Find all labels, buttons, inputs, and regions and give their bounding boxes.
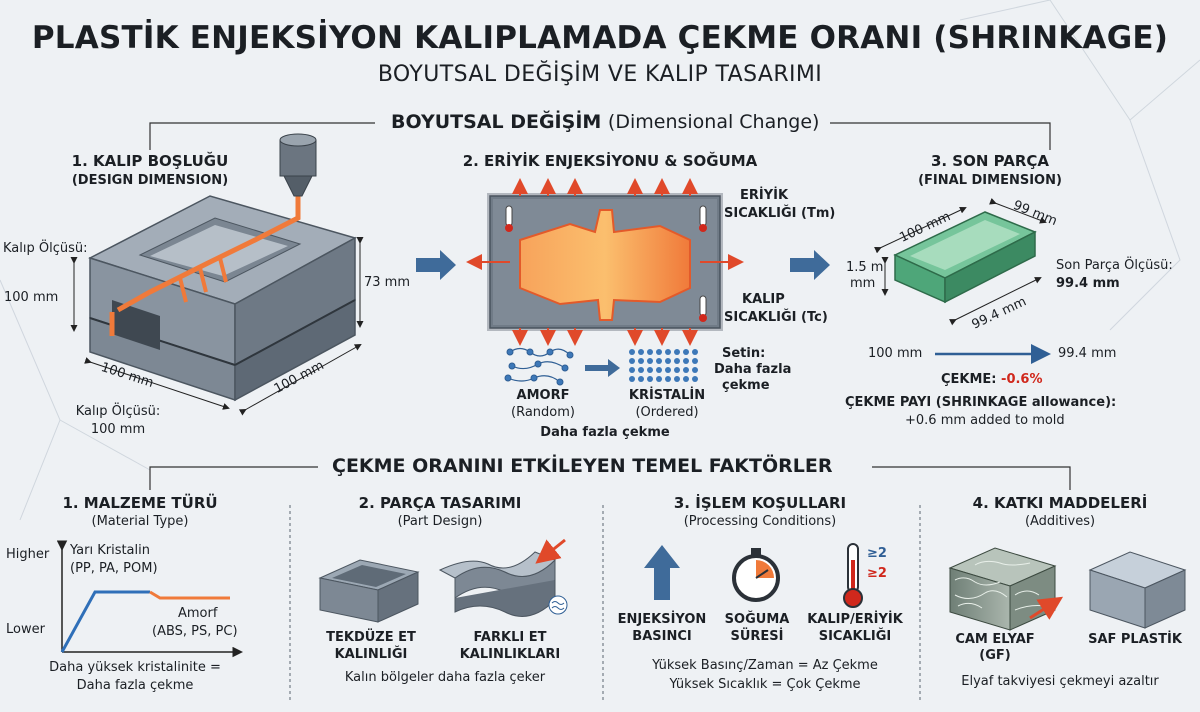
f4-subtitle: (Additives) <box>1024 514 1096 529</box>
step1-subtitle: (DESIGN DIMENSION) <box>71 173 229 188</box>
param-cooling-1: SOĞUMA <box>724 612 790 627</box>
mold-block-illustration <box>70 133 364 416</box>
material-chart <box>56 540 243 658</box>
note-3: çekme <box>722 378 770 393</box>
factors-frame <box>149 466 1071 490</box>
note-2: Daha fazla <box>714 362 792 377</box>
semi-crystal-label: Yarı Kristalin <box>70 543 150 558</box>
param-cooling-2: SÜRESİ <box>730 629 784 644</box>
amorph-label: AMORF <box>516 388 570 403</box>
glass-fiber-block <box>948 547 1057 631</box>
crystal-label: KRİSTALİN <box>628 388 706 403</box>
semi-crystal-sub: (PP, PA, POM) <box>70 561 158 576</box>
process-arrow-1 <box>416 250 456 280</box>
page-subtitle: BOYUTSAL DEĞİŞİM VE KALIP TASARIMI <box>377 62 823 87</box>
f3-foot-2: Yüksek Sıcaklık = Çok Çekme <box>669 677 861 692</box>
pure-plastic-block <box>1088 551 1187 629</box>
shrink-result: ÇEKME: -0.6% <box>941 372 1043 387</box>
amorph-material-label: Amorf <box>178 606 218 621</box>
glass-fiber-label: CAM ELYAF <box>955 632 1035 647</box>
f4-foot: Elyaf takviyesi çekmeyi azaltır <box>961 674 1159 689</box>
f2-foot: Kalın bölgeler daha fazla çeker <box>344 670 546 685</box>
f1-title: 1. MALZEME TÜRÜ <box>62 494 218 512</box>
uniform-wall-2: KALINLIĞI <box>334 647 408 662</box>
mold-height-dim: 73 mm <box>364 275 411 290</box>
mold-temp-label-2: SICAKLIĞI (Tc) <box>724 310 828 325</box>
f3-subtitle: (Processing Conditions) <box>683 514 837 529</box>
f1-subtitle: (Material Type) <box>91 514 189 529</box>
crystal-sub: (Ordered) <box>635 405 699 420</box>
uniform-wall-part <box>318 559 420 623</box>
shrink-from: 100 mm <box>868 346 923 361</box>
crystallize-arrow <box>585 359 620 377</box>
f1-foot-2: Daha fazla çekme <box>76 678 194 693</box>
ge-mark-2: ≥2 <box>867 566 887 581</box>
f1-foot-1: Daha yüksek kristalinite = <box>49 660 221 675</box>
axis-lower: Lower <box>6 622 45 637</box>
more-shrink-label: Daha fazla çekme <box>540 425 670 440</box>
varied-wall-1: FARKLI ET <box>473 630 547 645</box>
f4-title: 4. KATKI MADDELERİ <box>972 494 1148 512</box>
mold-side-value: 100 mm <box>4 290 59 305</box>
stopwatch-icon <box>732 548 780 602</box>
process-arrow-2 <box>790 250 830 280</box>
mold-side-label: Kalıp Ölçüsü: <box>3 241 88 256</box>
f2-subtitle: (Part Design) <box>397 514 483 529</box>
amorph-structure-icon <box>504 347 574 386</box>
note-1: Setin: <box>722 346 766 361</box>
amorph-sub: (Random) <box>511 405 575 420</box>
final-part-value: 99.4 mm <box>1056 276 1120 291</box>
additive-arrow <box>1029 596 1064 620</box>
param-pressure-2: BASINCI <box>632 629 692 644</box>
shrink-allowance-value: +0.6 mm added to mold <box>905 413 1065 428</box>
mold-temp-label-1: KALIP <box>742 292 785 307</box>
melt-temp-label-1: ERİYİK <box>740 188 789 203</box>
f3-foot-1: Yüksek Basınç/Zaman = Az Çekme <box>652 658 878 673</box>
step3-title: 3. SON PARÇA <box>930 152 1050 170</box>
f2-title: 2. PARÇA TASARIMI <box>358 494 522 512</box>
final-part-illustration <box>873 197 1051 364</box>
factors-header: ÇEKME ORANINI ETKİLEYEN TEMEL FAKTÖRLER <box>322 455 843 477</box>
axis-higher: Higher <box>6 547 50 562</box>
injection-mold-illustration <box>466 178 744 346</box>
crystal-structure-icon <box>629 349 698 382</box>
mold-bottom-label: Kalıp Ölçüsü: <box>75 404 161 419</box>
pressure-up-arrow-icon <box>644 545 680 600</box>
param-temp-2: SICAKLIĞI <box>818 629 892 644</box>
param-pressure-1: ENJEKSİYON <box>617 612 707 627</box>
final-part-label: Son Parça Ölçüsü: <box>1056 258 1173 273</box>
step3-subtitle: (FINAL DIMENSION) <box>918 173 1062 188</box>
mold-bottom-value: 100 mm <box>90 422 146 437</box>
thermometer-icon <box>843 543 863 608</box>
pure-plastic-label: SAF PLASTİK <box>1088 632 1182 647</box>
dimensional-change-header: BOYUTSAL DEĞİŞİM (Dimensional Change) <box>381 111 830 133</box>
step2-title: 2. ERİYİK ENJEKSİYONU & SOĞUMA <box>462 152 758 170</box>
factor-separators <box>289 505 921 700</box>
shrink-to: 99.4 mm <box>1058 346 1117 361</box>
step1-title: 1. KALIP BOŞLUĞU <box>71 152 229 170</box>
glass-fiber-sub: (GF) <box>979 648 1011 663</box>
param-temp-1: KALIP/ERİYİK <box>807 612 903 627</box>
part-dim-height-1: 1.5 m <box>846 260 884 275</box>
uniform-wall-1: TEKDÜZE ET <box>326 630 416 645</box>
varied-wall-2: KALINLIKLARI <box>459 647 561 662</box>
f3-title: 3. İŞLEM KOŞULLARI <box>673 494 847 512</box>
shrink-allowance-label: ÇEKME PAYI (SHRINKAGE allowance): <box>845 395 1117 410</box>
top-section-frame <box>149 122 1051 150</box>
page-title: PLASTİK ENJEKSİYON KALIPLAMADA ÇEKME ORA… <box>31 20 1169 56</box>
part-dim-height-2: mm <box>850 276 876 291</box>
amorph-material-sub: (ABS, PS, PC) <box>152 624 238 639</box>
melt-temp-label-2: SICAKLIĞI (Tm) <box>724 206 836 221</box>
varied-wall-part <box>438 538 568 617</box>
ge-mark-1: ≥2 <box>867 546 887 561</box>
